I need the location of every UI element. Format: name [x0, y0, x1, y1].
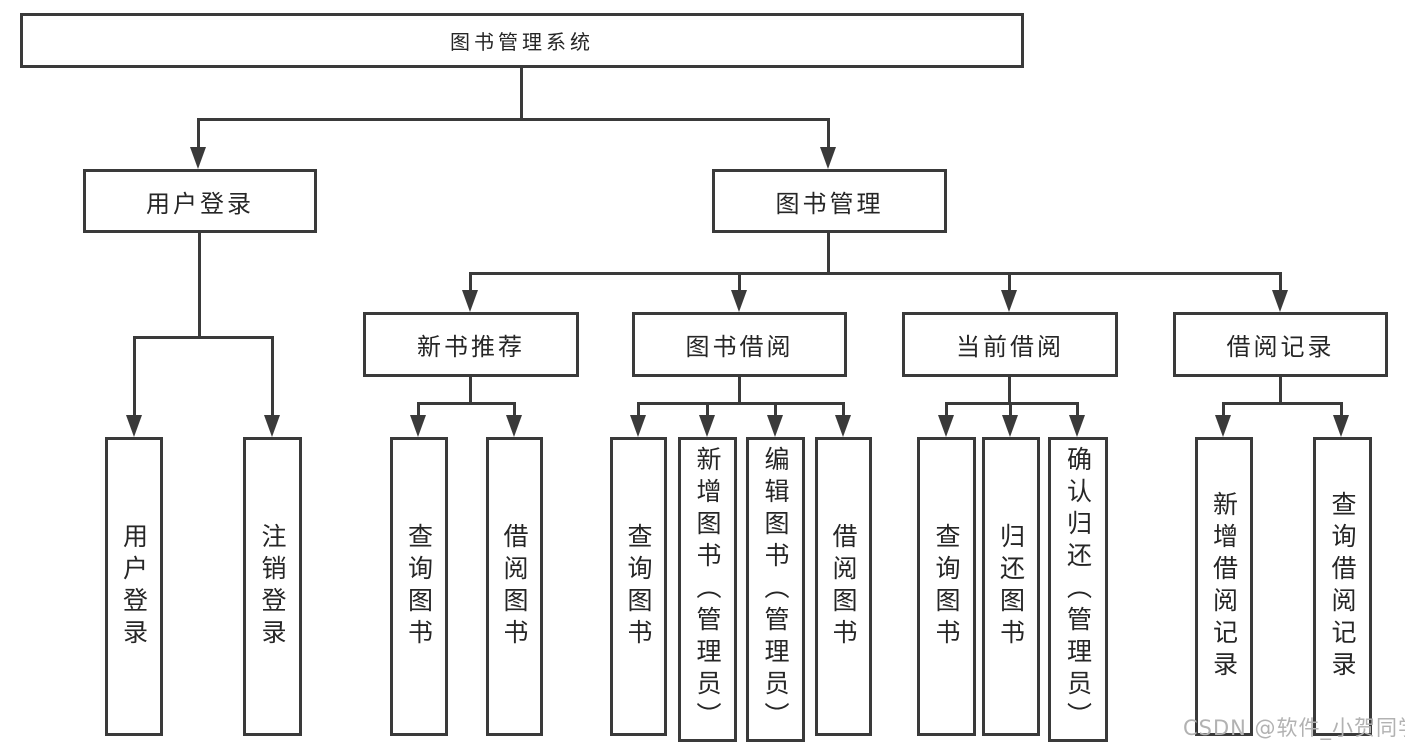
node-current-borrowing-label: 当前借阅	[956, 333, 1064, 361]
connector-line	[1008, 377, 1011, 405]
connector-line	[738, 272, 741, 294]
connector-line	[1076, 402, 1079, 419]
connector-line	[198, 233, 201, 338]
connector-line	[1008, 272, 1011, 294]
connector-line	[1279, 377, 1282, 405]
connector-line	[520, 68, 523, 120]
arrow-down-icon	[835, 415, 851, 437]
arrow-down-icon	[767, 415, 783, 437]
connector-line	[513, 402, 516, 419]
connector-line	[417, 402, 420, 419]
arrow-down-icon	[1333, 415, 1349, 437]
connector-line	[637, 402, 640, 419]
node-book-borrowing: 图书借阅	[632, 312, 847, 377]
connector-line	[417, 402, 516, 405]
arrow-down-icon	[1001, 290, 1017, 312]
connector-line	[133, 336, 274, 339]
connector-line	[133, 336, 136, 419]
arrow-down-icon	[820, 147, 836, 169]
connector-line	[945, 402, 948, 419]
node-borrow-books: 借阅图书	[815, 437, 872, 736]
node-user-login-label: 用户登录	[146, 189, 254, 218]
arrow-down-icon	[1272, 290, 1288, 312]
arrow-down-icon	[630, 415, 646, 437]
node-borrow-books-label: 借阅图书	[829, 522, 858, 651]
node-edit-books-admin-label: 编辑图书（管理员）	[761, 445, 790, 734]
node-query-books-current-label: 查询图书	[932, 522, 961, 651]
arrow-down-icon	[699, 415, 715, 437]
node-query-borrow-record-label: 查询借阅记录	[1328, 490, 1357, 683]
node-query-books-recommend-label: 查询图书	[404, 522, 434, 651]
connector-line	[271, 336, 274, 419]
connector-line	[1340, 402, 1343, 419]
node-query-books-borrow: 查询图书	[610, 437, 667, 736]
node-logout-label: 注销登录	[258, 522, 287, 651]
node-add-books-admin: 新增图书（管理员）	[678, 437, 737, 742]
connector-line	[637, 402, 845, 405]
connector-line	[1279, 272, 1282, 294]
node-query-books-recommend: 查询图书	[390, 437, 448, 736]
node-add-borrow-record-label: 新增借阅记录	[1209, 490, 1239, 683]
connector-line	[469, 272, 472, 294]
arrow-down-icon	[938, 415, 954, 437]
arrow-down-icon	[410, 415, 426, 437]
connector-line	[1222, 402, 1225, 419]
arrow-down-icon	[190, 147, 206, 169]
node-library-system: 图书管理系统	[20, 13, 1024, 68]
node-confirm-return-admin: 确认归还（管理员）	[1048, 437, 1108, 742]
node-query-books-borrow-label: 查询图书	[624, 522, 653, 651]
connector-line	[842, 402, 845, 419]
connector-line	[827, 233, 830, 274]
connector-line	[738, 377, 741, 405]
node-new-book-recommend-label: 新书推荐	[417, 333, 525, 361]
arrow-down-icon	[264, 415, 280, 437]
node-borrow-books-recommend-label: 借阅图书	[500, 522, 529, 651]
node-add-borrow-record: 新增借阅记录	[1195, 437, 1253, 736]
arrow-down-icon	[1215, 415, 1231, 437]
node-book-borrowing-label: 图书借阅	[685, 333, 794, 361]
connector-line	[827, 118, 830, 150]
arrow-down-icon	[1069, 415, 1085, 437]
node-library-system-label: 图书管理系统	[450, 30, 594, 54]
node-logout: 注销登录	[243, 437, 302, 736]
node-add-books-admin-label: 新增图书（管理员）	[693, 445, 722, 734]
connector-line	[197, 118, 200, 150]
node-current-borrowing: 当前借阅	[902, 312, 1118, 377]
node-query-books-current: 查询图书	[917, 437, 976, 736]
node-book-management: 图书管理	[712, 169, 947, 233]
node-user-login-leaf-label: 用户登录	[119, 522, 149, 651]
arrow-down-icon	[506, 415, 522, 437]
arrow-down-icon	[1002, 415, 1018, 437]
node-user-login-leaf: 用户登录	[105, 437, 163, 736]
watermark: CSDN @软件_小贺同学	[1183, 716, 1405, 740]
node-user-login: 用户登录	[83, 169, 317, 233]
node-borrowing-records-label: 借阅记录	[1226, 333, 1335, 361]
connector-line	[706, 402, 709, 419]
connector-line	[1222, 402, 1343, 405]
connector-line	[1009, 402, 1012, 419]
node-borrowing-records: 借阅记录	[1173, 312, 1388, 377]
connector-line	[945, 402, 1079, 405]
node-edit-books-admin: 编辑图书（管理员）	[746, 437, 805, 742]
node-borrow-books-recommend: 借阅图书	[486, 437, 543, 736]
arrow-down-icon	[462, 290, 478, 312]
node-book-management-label: 图书管理	[775, 189, 884, 218]
connector-line	[469, 272, 1282, 275]
arrow-down-icon	[731, 290, 747, 312]
connector-line	[774, 402, 777, 419]
node-query-borrow-record: 查询借阅记录	[1313, 437, 1372, 736]
connector-line	[469, 377, 472, 405]
node-return-books-label: 归还图书	[996, 522, 1026, 651]
connector-line	[197, 118, 830, 121]
node-confirm-return-admin-label: 确认归还（管理员）	[1063, 445, 1093, 734]
arrow-down-icon	[126, 415, 142, 437]
node-new-book-recommend: 新书推荐	[363, 312, 579, 377]
node-return-books: 归还图书	[982, 437, 1040, 736]
